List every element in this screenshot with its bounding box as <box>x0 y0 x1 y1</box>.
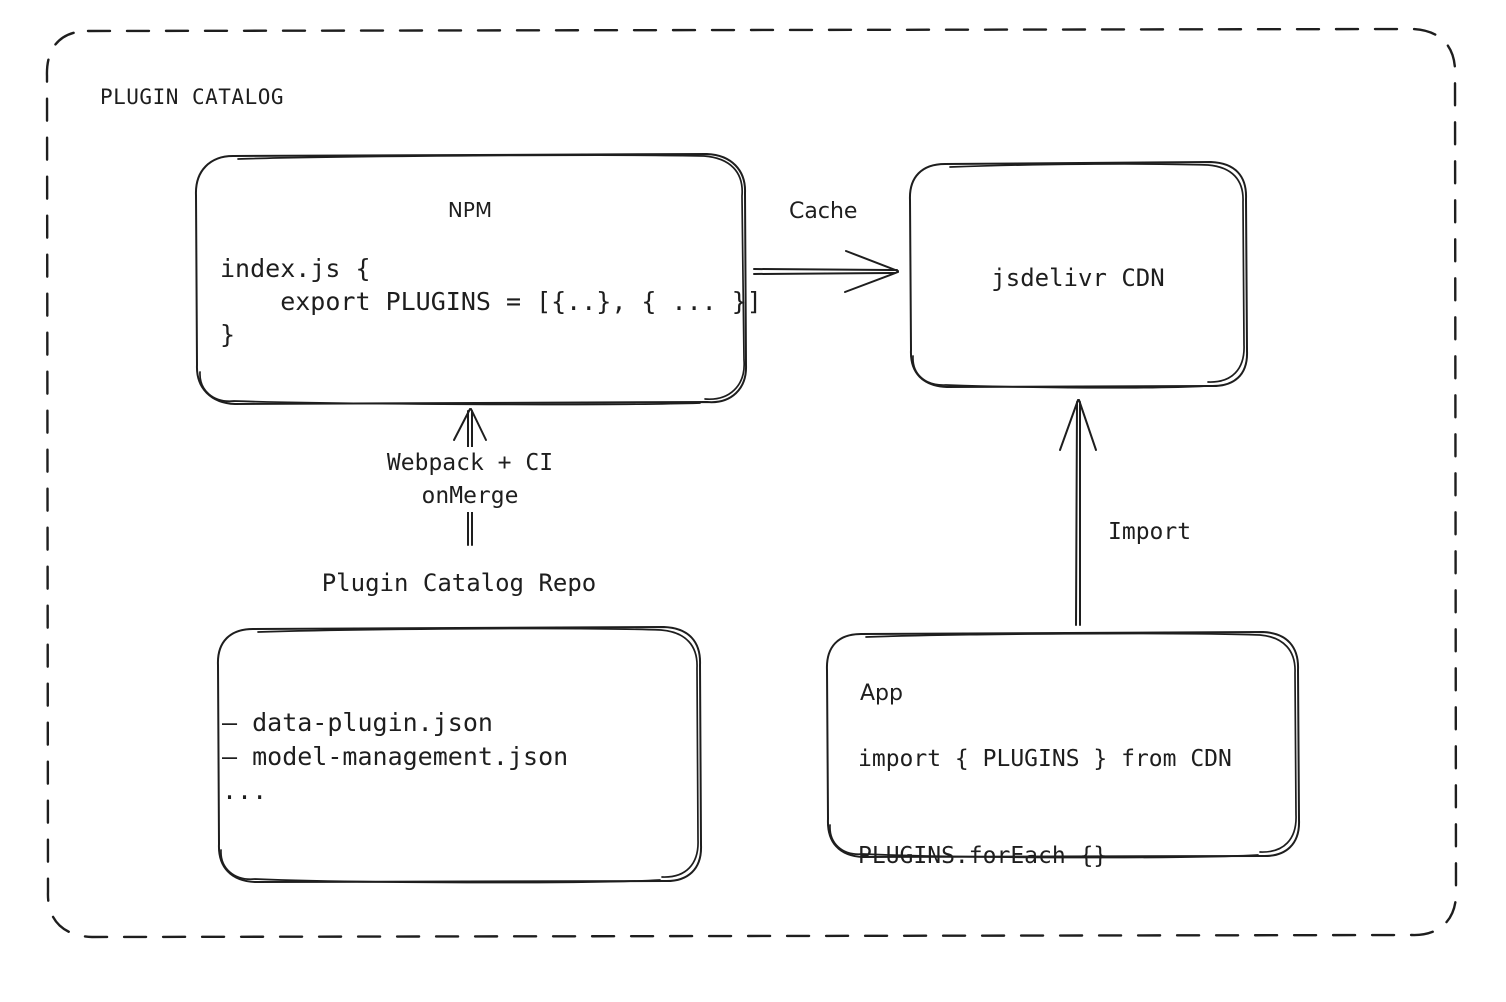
app-node-code: import { PLUGINS } from CDN PLUGINS.forE… <box>858 746 1232 869</box>
cdn-node-title: jsdelivr CDN <box>991 264 1165 292</box>
app-node-title: App <box>860 681 903 706</box>
cache-arrow <box>753 250 899 293</box>
repo-node-label: Plugin Catalog Repo <box>321 569 597 597</box>
npm-node-title: NPM <box>447 198 493 222</box>
import-arrow <box>1059 399 1097 626</box>
npm-node-code: index.js { export PLUGINS = [{..}, { ...… <box>220 254 762 349</box>
build-edge-label: Webpack + CI onMerge <box>370 447 570 513</box>
repo-file-list: – data-plugin.json – model-management.js… <box>222 708 569 805</box>
cache-edge-label: Cache <box>789 199 858 224</box>
frame-title: PLUGIN CATALOG <box>100 85 285 109</box>
import-edge-label: Import <box>1108 516 1192 550</box>
